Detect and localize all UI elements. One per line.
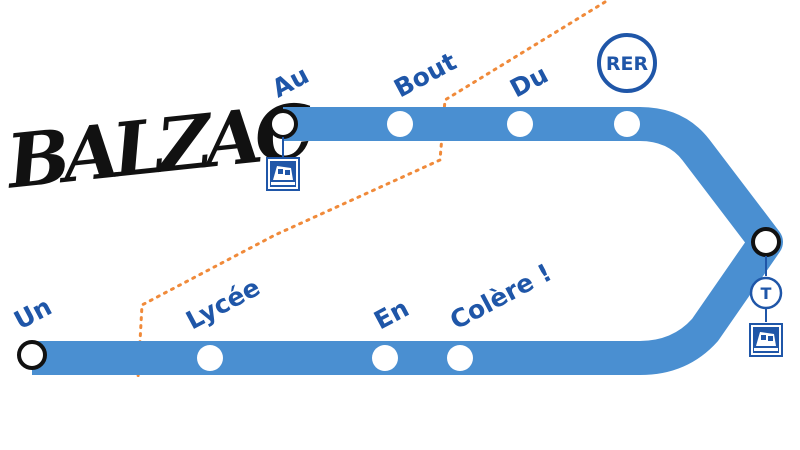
tram-badge[interactable]: T (749, 276, 783, 310)
label-du: Du (505, 60, 553, 104)
station-colere[interactable] (447, 345, 473, 371)
label-colere: Colère ! (445, 258, 556, 335)
label-lycee: Lycée (181, 272, 265, 335)
rer-label: RER (606, 53, 649, 75)
walking-connection-path (136, 0, 607, 380)
rer-badge[interactable]: RER (597, 33, 657, 93)
station-rer[interactable] (614, 111, 640, 137)
label-un: Un (9, 292, 56, 335)
station-lycee[interactable] (197, 345, 223, 371)
terminus-au[interactable] (268, 109, 298, 139)
terminus-un[interactable] (17, 340, 47, 370)
station-en[interactable] (372, 345, 398, 371)
train-icon[interactable] (749, 323, 783, 357)
label-bout: Bout (389, 47, 461, 104)
terminus-right[interactable] (751, 227, 781, 257)
station-du[interactable] (507, 111, 533, 137)
label-en: En (369, 293, 413, 335)
tram-label: T (761, 284, 772, 303)
station-bout[interactable] (387, 111, 413, 137)
train-icon[interactable] (266, 157, 300, 191)
